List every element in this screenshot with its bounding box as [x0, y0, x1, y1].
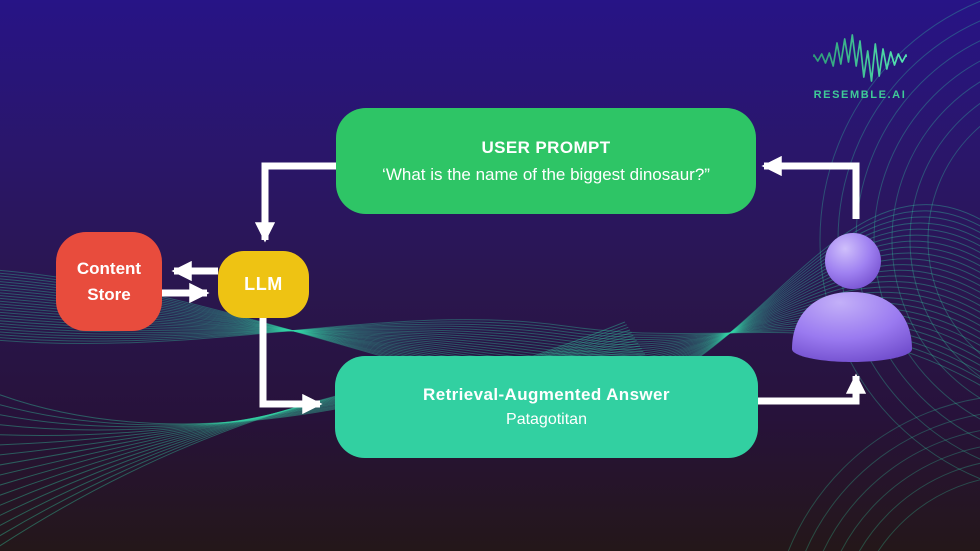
user-prompt-text: ‘What is the name of the biggest dinosau…: [382, 164, 710, 184]
arrow-answer-to-user: [757, 373, 867, 405]
arrow-user-prompt-to-llm: [254, 162, 336, 243]
avatar-body: [792, 292, 912, 362]
llm-box: LLM: [218, 251, 309, 318]
user-prompt-box: USER PROMPT ‘What is the name of the big…: [336, 108, 756, 214]
user-prompt-title: USER PROMPT: [481, 137, 611, 157]
llm-label: LLM: [244, 274, 283, 294]
person-icon: [792, 233, 912, 362]
brand-logo: RESEMBLE.AI: [806, 32, 914, 101]
arrow-llm-to-answer: [259, 318, 323, 415]
arrow-user-to-user-prompt: [761, 155, 860, 219]
waveform-icon: [813, 34, 907, 82]
brand-name: RESEMBLE.AI: [813, 89, 907, 101]
retrieval-augmented-answer-box: Retrieval-Augmented Answer Patagotitan: [335, 356, 758, 458]
answer-title: Retrieval-Augmented Answer: [423, 385, 670, 404]
content-store-label: Content Store: [76, 258, 142, 304]
content-store-box: Content Store: [56, 232, 162, 331]
answer-text: Patagotitan: [506, 411, 587, 428]
avatar-head: [825, 233, 881, 289]
